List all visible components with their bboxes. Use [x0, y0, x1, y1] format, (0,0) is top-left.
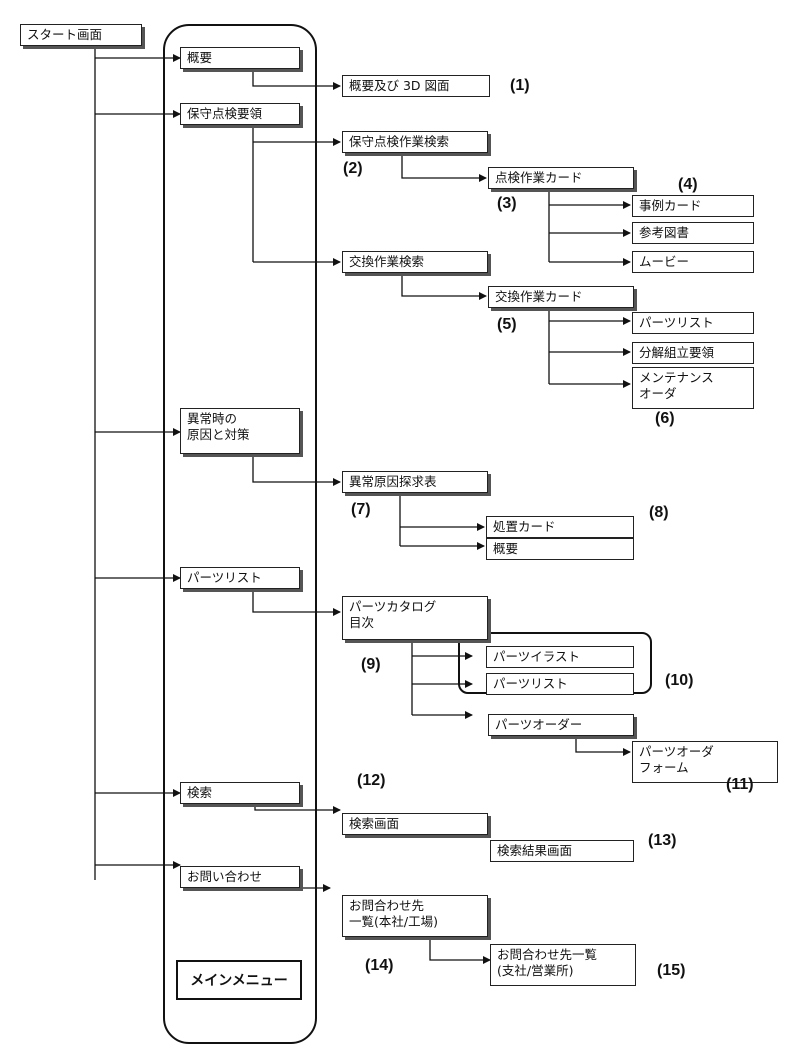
label-1: (1): [510, 77, 530, 94]
parts-illust-box[interactable]: パーツイラスト: [486, 646, 634, 668]
parts-list-a-box[interactable]: パーツリスト: [632, 312, 754, 334]
contact-branch-box[interactable]: お問合わせ先一覧 (支社/営業所): [490, 944, 636, 986]
inspection-card-box[interactable]: 点検作業カード: [488, 167, 634, 189]
start-screen-box[interactable]: スタート画面: [20, 24, 142, 46]
maintenance-order-box[interactable]: メンテナンス オーダ: [632, 367, 754, 409]
overview-b-box[interactable]: 概要: [486, 538, 634, 560]
search-box[interactable]: 検索: [180, 782, 300, 804]
maintenance-guide-box[interactable]: 保守点検要領: [180, 103, 300, 125]
contact-box[interactable]: お問い合わせ: [180, 866, 300, 888]
label-2: (2): [343, 160, 363, 177]
label-14: (14): [365, 957, 394, 974]
main-menu-label: メインメニュー: [176, 960, 302, 1000]
label-4: (4): [678, 176, 698, 193]
main-menu-frame: [163, 24, 317, 1044]
label-13: (13): [648, 832, 677, 849]
parts-list-box[interactable]: パーツリスト: [180, 567, 300, 589]
search-result-box[interactable]: 検索結果画面: [490, 840, 634, 862]
disassembly-box[interactable]: 分解組立要領: [632, 342, 754, 364]
label-6: (6): [655, 410, 675, 427]
abnormal-cause-box[interactable]: 異常時の 原因と対策: [180, 408, 300, 454]
parts-list-b-box[interactable]: パーツリスト: [486, 673, 634, 695]
replace-card-box[interactable]: 交換作業カード: [488, 286, 634, 308]
parts-order-box[interactable]: パーツオーダー: [488, 714, 634, 736]
replace-search-box[interactable]: 交換作業検索: [342, 251, 488, 273]
contact-hq-box[interactable]: お問合わせ先 一覧(本社/工場): [342, 895, 488, 937]
treatment-card-box[interactable]: 処置カード: [486, 516, 634, 538]
cause-table-box[interactable]: 異常原因探求表: [342, 471, 488, 493]
overview-3d-box[interactable]: 概要及び 3D 図面: [342, 75, 490, 97]
inspection-search-box[interactable]: 保守点検作業検索: [342, 131, 488, 153]
label-11: (11): [726, 776, 754, 793]
label-8: (8): [649, 504, 669, 521]
label-7: (7): [351, 501, 371, 518]
parts-catalog-box[interactable]: パーツカタログ 目次: [342, 596, 488, 640]
label-10: (10): [665, 672, 694, 689]
overview-box[interactable]: 概要: [180, 47, 300, 69]
search-screen-box[interactable]: 検索画面: [342, 813, 488, 835]
label-3: (3): [497, 195, 517, 212]
label-15: (15): [657, 962, 686, 979]
label-12: (12): [357, 772, 386, 789]
case-card-box[interactable]: 事例カード: [632, 195, 754, 217]
label-9: (9): [361, 656, 381, 673]
movie-box[interactable]: ムービー: [632, 251, 754, 273]
reference-drawing-box[interactable]: 参考図書: [632, 222, 754, 244]
label-5: (5): [497, 316, 517, 333]
parts-order-form-box[interactable]: パーツオーダ フォーム: [632, 741, 778, 783]
